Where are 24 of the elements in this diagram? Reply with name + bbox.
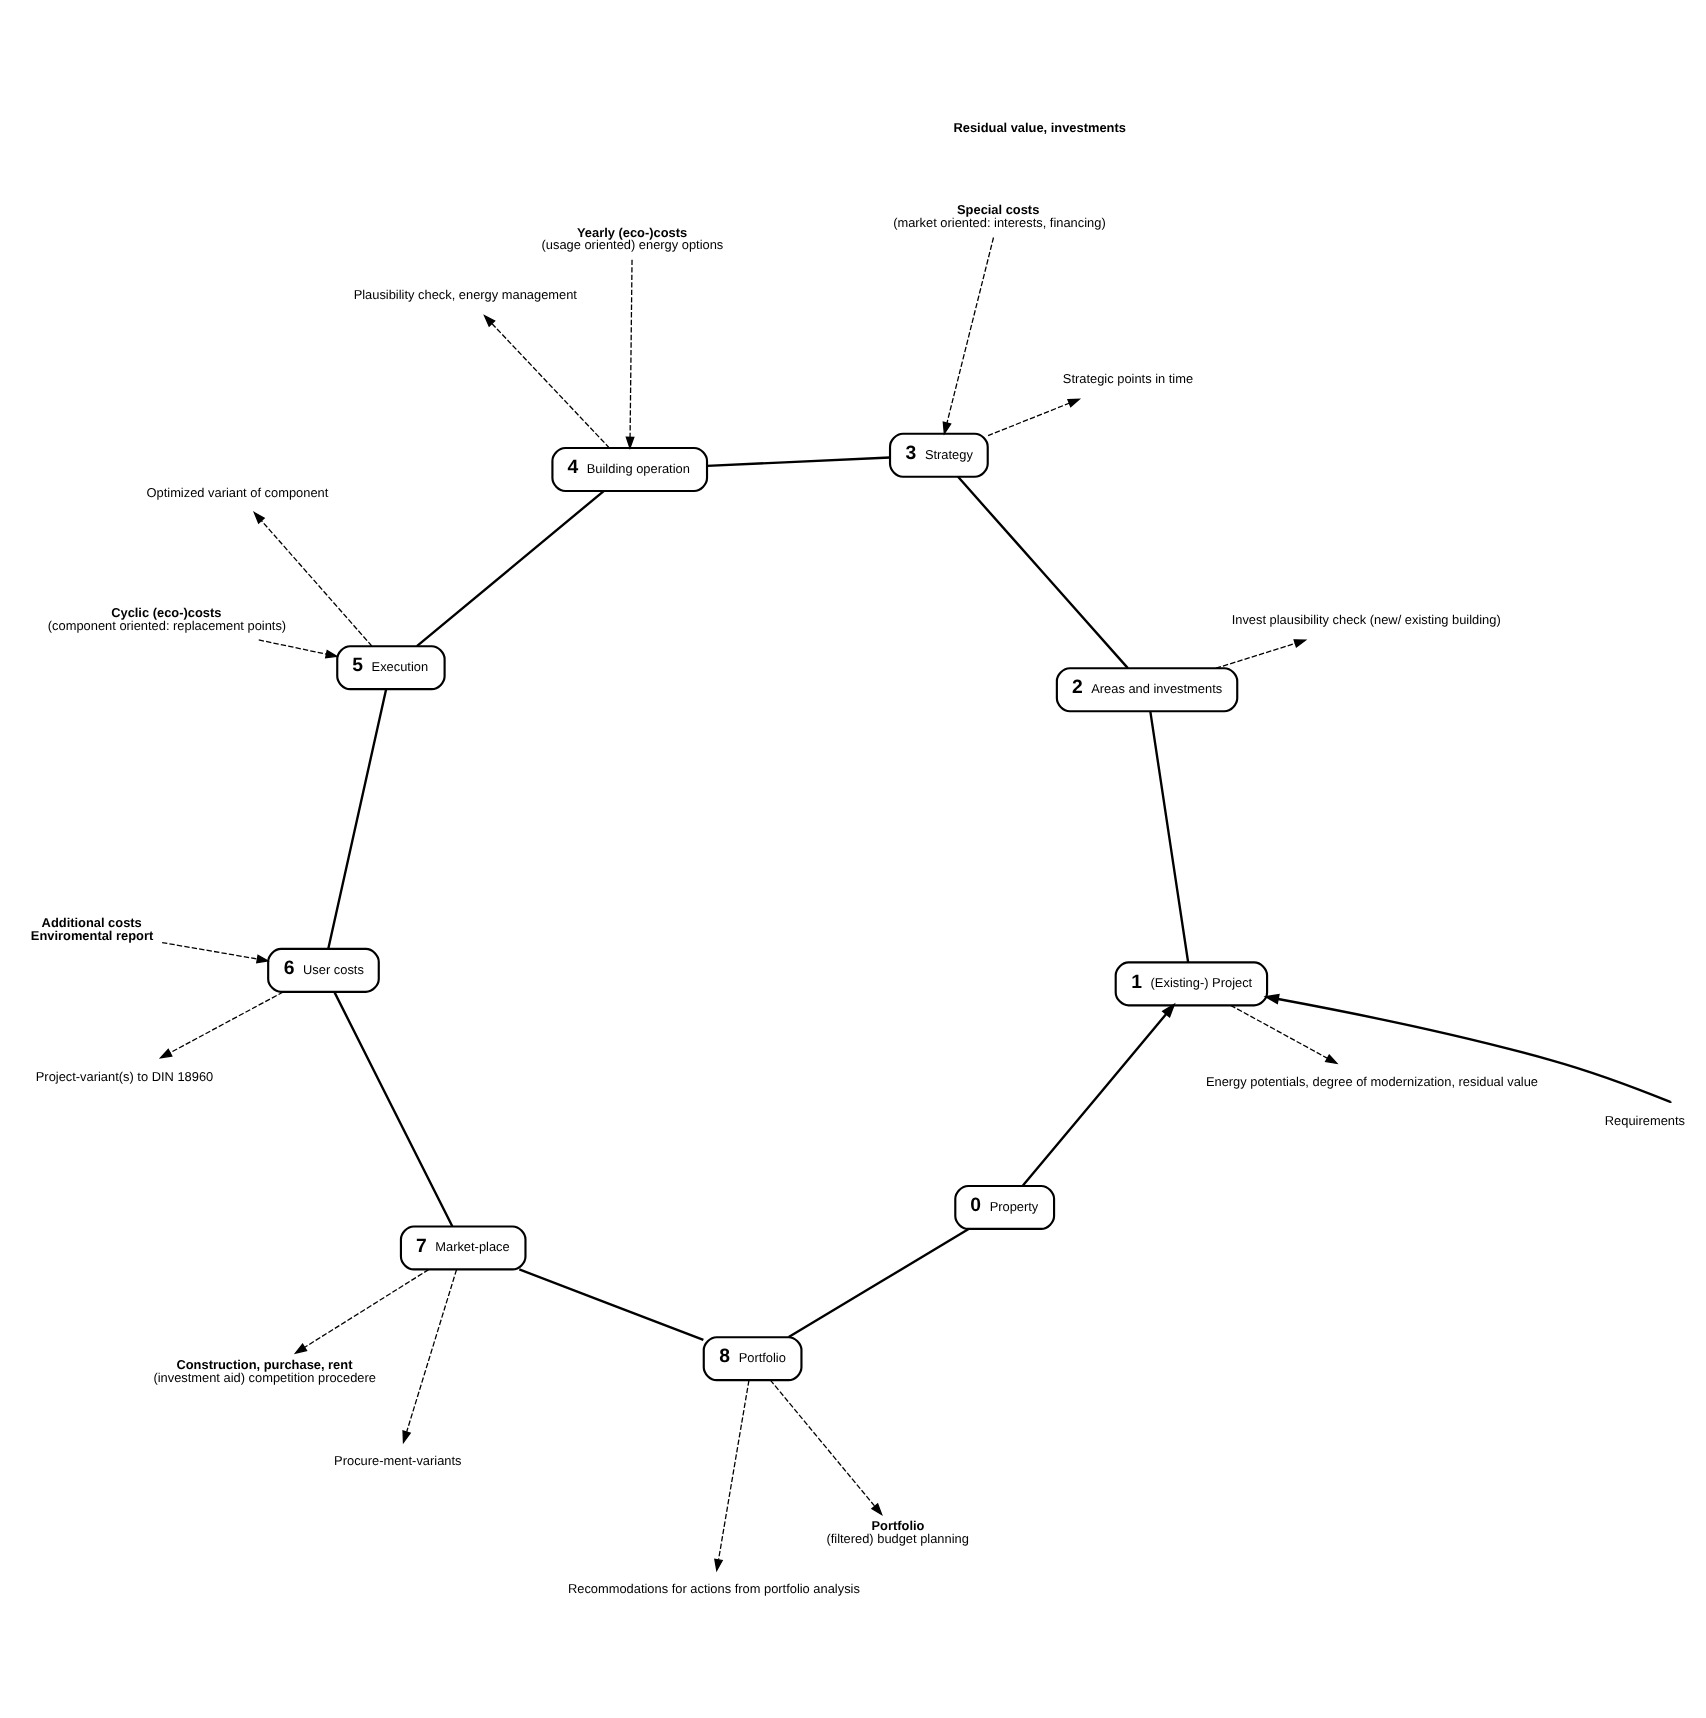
- arrow: [1021, 1001, 1175, 1186]
- arrow: [941, 235, 994, 435]
- connector: [332, 990, 453, 1226]
- arrow: [401, 1268, 457, 1444]
- connector: [415, 489, 604, 647]
- arrow: [157, 990, 283, 1058]
- connector: [706, 455, 889, 467]
- arrow: [1214, 638, 1307, 668]
- connector: [956, 475, 1128, 668]
- arrow: [482, 313, 609, 448]
- arrow: [160, 940, 269, 963]
- arrow: [1229, 1003, 1338, 1064]
- connector: [787, 1227, 969, 1338]
- arrow: [986, 397, 1081, 436]
- arrow: [624, 258, 634, 449]
- arrow: [1262, 992, 1670, 1103]
- arrow: [252, 510, 372, 646]
- arrow: [257, 638, 338, 658]
- connector: [517, 1267, 703, 1340]
- arrow: [768, 1378, 882, 1516]
- arrow: [292, 1268, 429, 1354]
- connector: [1148, 710, 1189, 962]
- arrow: [713, 1378, 749, 1572]
- connector: [326, 688, 387, 949]
